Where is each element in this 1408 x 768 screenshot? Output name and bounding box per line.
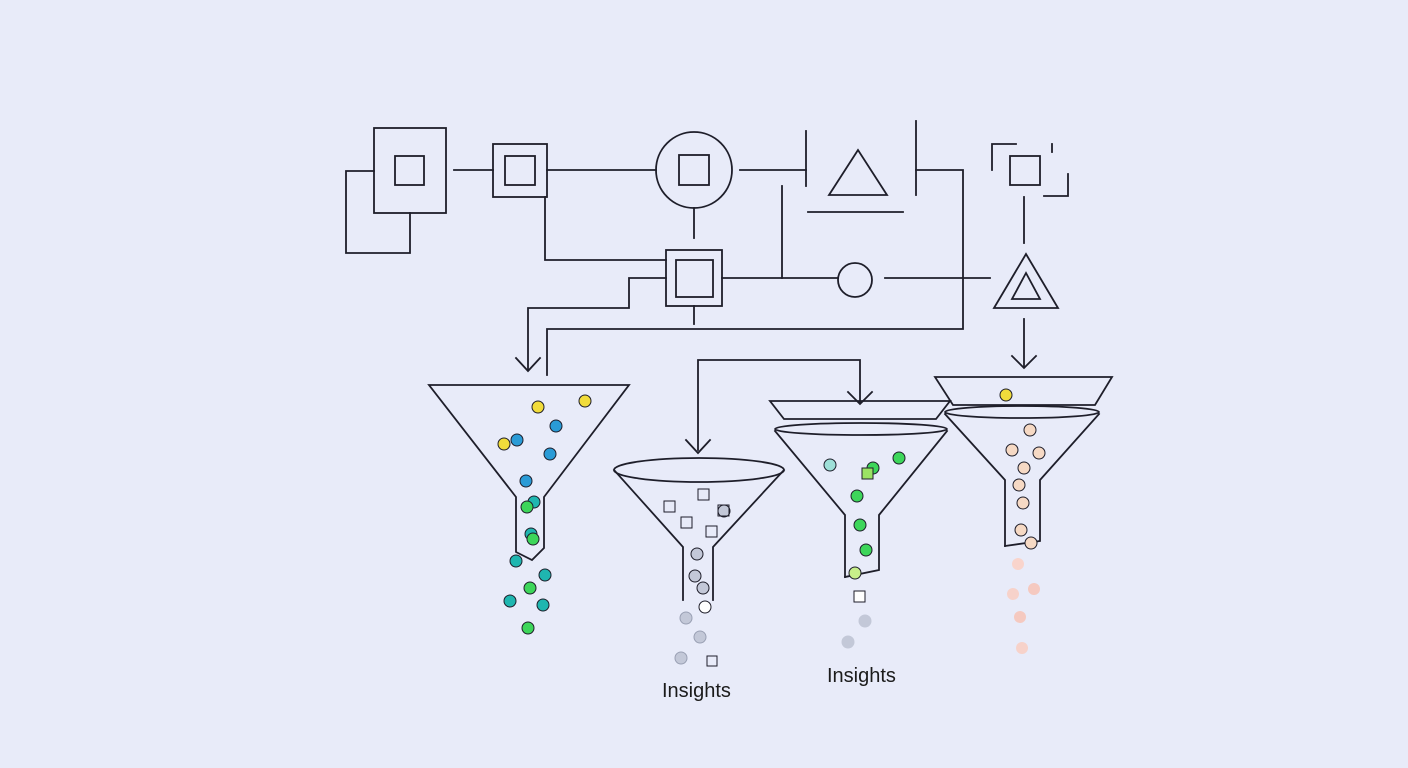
funnel-3 [768, 400, 952, 649]
funnel-3-particles [823, 451, 906, 649]
insights-label-left: Insights [662, 680, 731, 702]
funnel-4-particles [999, 388, 1046, 654]
funnel-1-particles [497, 394, 592, 635]
node-triangle-1 [805, 120, 917, 213]
node-corner-square [991, 143, 1069, 197]
node-square-2 [492, 143, 548, 198]
arrow-down-icon [514, 354, 1038, 455]
funnel-4 [933, 376, 1114, 654]
funnel-2 [612, 457, 786, 667]
insights-label-right: Insights [827, 665, 896, 687]
node-square-1 [345, 127, 447, 254]
node-circle-1 [655, 131, 733, 209]
funnel-2-particles [663, 488, 731, 667]
node-square-3 [665, 249, 723, 307]
connector-lines [453, 169, 1025, 451]
funnel-1 [427, 384, 631, 635]
node-triangle-2 [992, 252, 1060, 309]
node-circle-2 [837, 262, 873, 298]
